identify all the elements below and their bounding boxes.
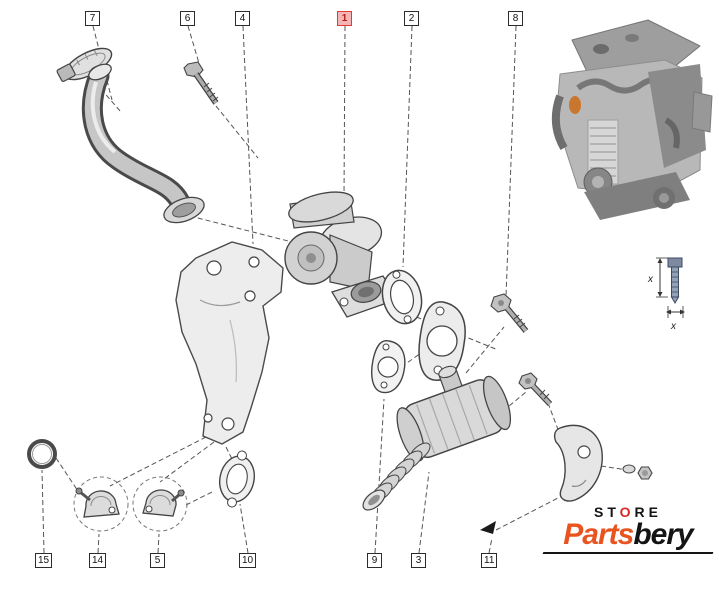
partsbery-logo: STORE Partsbery xyxy=(542,504,714,554)
callout-box-2[interactable]: 2 xyxy=(404,11,419,26)
pointer-arrow-icon xyxy=(480,521,496,534)
part-gasket-10-drawing xyxy=(218,450,256,508)
part-bracket-4-drawing xyxy=(175,241,284,445)
logo-store-suffix: RE xyxy=(634,504,662,520)
bolt-dimension-legend: x x xyxy=(647,257,685,332)
part-bracket-11-drawing xyxy=(553,424,653,502)
logo-brand-line: Partsbery xyxy=(543,520,713,550)
callout-box-6[interactable]: 6 xyxy=(180,11,195,26)
engine-photo-illustration xyxy=(551,19,713,220)
part-flange-plate-drawing xyxy=(418,301,466,381)
logo-store-line: STORE xyxy=(543,504,713,520)
logo-store-prefix: ST xyxy=(594,504,620,520)
callout-box-8[interactable]: 8 xyxy=(508,11,523,26)
part-bolt-8-drawing xyxy=(490,293,529,333)
part-gasket-9-drawing xyxy=(371,339,406,394)
callout-box-4[interactable]: 4 xyxy=(235,11,250,26)
callout-box-3[interactable]: 3 xyxy=(411,553,426,568)
callout-box-9[interactable]: 9 xyxy=(367,553,382,568)
part-hose-clamp-drawing xyxy=(56,47,113,82)
callout-box-14[interactable]: 14 xyxy=(89,553,107,568)
dim-label-horizontal: x xyxy=(670,321,677,332)
logo-brand-parts: Parts xyxy=(563,518,634,551)
callout-box-11[interactable]: 11 xyxy=(481,553,498,568)
logo-underline xyxy=(542,552,714,554)
logo-brand-bery: bery xyxy=(633,518,693,551)
leader-lines xyxy=(41,25,635,554)
part-clamp-5-drawing xyxy=(132,476,188,532)
part-clamp-14-drawing xyxy=(73,476,129,532)
part-gasket-2-drawing xyxy=(381,269,423,325)
part-oring-15-drawing xyxy=(27,439,57,469)
callout-box-7[interactable]: 7 xyxy=(85,11,100,26)
callout-box-15[interactable]: 15 xyxy=(35,553,53,568)
part-bolt-6-drawing xyxy=(183,61,219,105)
callout-box-10[interactable]: 10 xyxy=(239,553,257,568)
callout-box-5[interactable]: 5 xyxy=(150,553,165,568)
part-bolt-cooler-drawing xyxy=(518,372,553,407)
part-inlet-hose-drawing xyxy=(81,63,205,224)
part-bellows-tube-drawing xyxy=(362,442,431,511)
dim-label-vertical: x xyxy=(647,274,654,285)
callout-box-1-highlighted[interactable]: 1 xyxy=(337,11,352,26)
part-egr-valve-drawing xyxy=(284,191,399,318)
logo-store-o: O xyxy=(619,504,635,520)
